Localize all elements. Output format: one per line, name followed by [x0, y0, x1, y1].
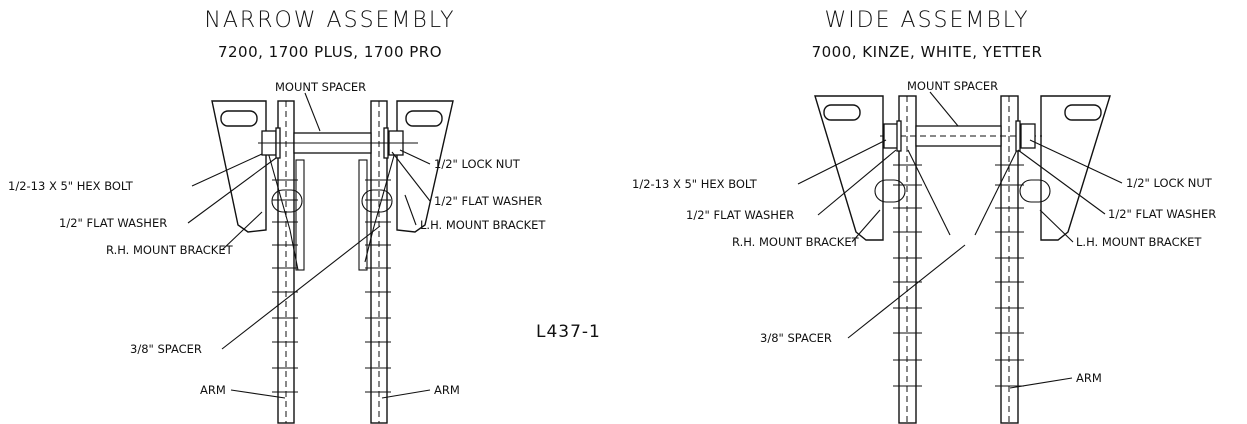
- narrow-label-rh-bracket: R.H. MOUNT BRACKET: [106, 243, 234, 257]
- wide-arm-ticks: [893, 164, 1024, 387]
- wide-subtitle: 7000, KINZE, WHITE, YETTER: [812, 43, 1043, 61]
- narrow-arm-ticks: [272, 179, 391, 393]
- wide-label-flat-washer-right: 1/2" FLAT WASHER: [1108, 207, 1216, 221]
- wide-label-rh-bracket: R.H. MOUNT BRACKET: [732, 235, 860, 249]
- narrow-assembly: NARROW ASSEMBLY 7200, 1700 PLUS, 1700 PR…: [8, 8, 546, 424]
- wide-bolt-head: [883, 123, 899, 149]
- narrow-rh-inner-strap: [295, 159, 305, 271]
- wide-rh-inner-edge: [907, 149, 951, 236]
- narrow-rh-bracket-plate: [211, 100, 267, 233]
- drawing-code: L437-1: [536, 322, 601, 342]
- narrow-label-hex-bolt: 1/2-13 X 5" HEX BOLT: [8, 179, 134, 193]
- narrow-label-flat-washer-left: 1/2" FLAT WASHER: [59, 216, 167, 230]
- narrow-label-spacer: 3/8" SPACER: [130, 342, 202, 356]
- narrow-title: NARROW ASSEMBLY: [204, 8, 455, 33]
- narrow-lh-slot: [405, 110, 443, 127]
- wide-assembly: WIDE ASSEMBLY 7000, KINZE, WHITE, YETTER: [632, 8, 1216, 424]
- wide-washer-lh: [1015, 120, 1021, 152]
- wide-lh-slot: [1064, 104, 1102, 121]
- wide-label-hex-bolt: 1/2-13 X 5" HEX BOLT: [632, 177, 758, 191]
- wide-mount-spacer: [915, 125, 1002, 147]
- narrow-label-lock-nut: 1/2" LOCK NUT: [434, 157, 521, 171]
- wide-rh-bracket-plate: [814, 95, 884, 241]
- narrow-label-flat-washer-right: 1/2" FLAT WASHER: [434, 194, 542, 208]
- narrow-label-lh-bracket: L.H. MOUNT BRACKET: [420, 218, 546, 232]
- narrow-subtitle: 7200, 1700 PLUS, 1700 PRO: [218, 43, 442, 61]
- wide-label-lock-nut: 1/2" LOCK NUT: [1126, 176, 1213, 190]
- wide-rh-slot: [823, 104, 861, 121]
- wide-title: WIDE ASSEMBLY: [824, 8, 1029, 33]
- narrow-rh-mid-slot: [271, 189, 303, 213]
- narrow-label-arm-left: ARM: [200, 383, 226, 397]
- narrow-label-arm-right: ARM: [434, 383, 460, 397]
- narrow-lh-inner-strap: [358, 159, 368, 271]
- narrow-lh-bracket-edge: [364, 144, 398, 263]
- wide-washer-rh: [896, 120, 902, 152]
- wide-lh-mid-slot: [1019, 179, 1051, 203]
- wide-label-spacer: 3/8" SPACER: [760, 331, 832, 345]
- wide-lock-nut: [1020, 123, 1036, 149]
- wide-label-flat-washer-left: 1/2" FLAT WASHER: [686, 208, 794, 222]
- wide-label-lh-bracket: L.H. MOUNT BRACKET: [1076, 235, 1202, 249]
- narrow-lh-bracket-plate: [396, 100, 454, 233]
- narrow-lh-mid-slot: [361, 189, 393, 213]
- narrow-leaders: [187, 92, 431, 399]
- wide-label-arm: ARM: [1076, 371, 1102, 385]
- wide-rh-mid-slot: [874, 179, 906, 203]
- wide-label-mount-spacer: MOUNT SPACER: [907, 79, 998, 93]
- narrow-label-mount-spacer: MOUNT SPACER: [275, 80, 366, 94]
- narrow-rh-slot: [220, 110, 258, 127]
- wide-lh-inner-edge: [974, 149, 1018, 236]
- wide-lh-bracket-plate: [1040, 95, 1111, 241]
- wide-leaders: [797, 91, 1123, 389]
- narrow-rh-bracket-edge: [265, 144, 299, 271]
